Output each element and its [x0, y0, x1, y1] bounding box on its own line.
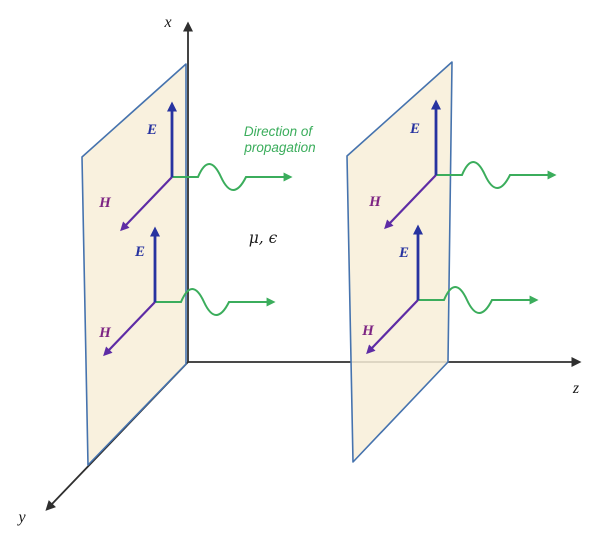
h-field-label: H	[361, 323, 375, 339]
h-field-vector	[384, 174, 437, 230]
h-field-vector	[120, 176, 173, 232]
h-field-label: H	[98, 325, 112, 341]
field-group-right-upper	[384, 99, 557, 230]
propagation-wave	[418, 286, 539, 314]
h-field-label: H	[368, 194, 382, 210]
y-axis-label: y	[16, 509, 26, 526]
z-axis-label: z	[572, 380, 580, 397]
medium-label: μ, ϵ	[249, 229, 278, 247]
field-group-right-lower	[366, 224, 539, 355]
e-field-label: E	[409, 121, 420, 137]
e-field-label: E	[398, 245, 409, 261]
propagation-wave	[155, 288, 276, 316]
wavefront-plane-right	[346, 61, 453, 463]
h-field-label: H	[98, 195, 112, 211]
propagation-wave	[172, 163, 293, 191]
e-field-label: E	[134, 244, 145, 260]
direction-of-propagation-label-line2: propagation	[243, 140, 315, 155]
h-field-vector	[103, 301, 156, 357]
propagation-wave	[436, 161, 557, 189]
field-group-left-lower	[103, 226, 276, 357]
field-group-left-upper	[120, 101, 293, 232]
direction-of-propagation-label-line1: Direction of	[244, 124, 314, 139]
h-field-vector	[366, 299, 419, 355]
e-field-label: E	[146, 122, 157, 138]
x-axis-label: x	[163, 14, 171, 31]
wavefront-plane-left	[81, 63, 187, 466]
